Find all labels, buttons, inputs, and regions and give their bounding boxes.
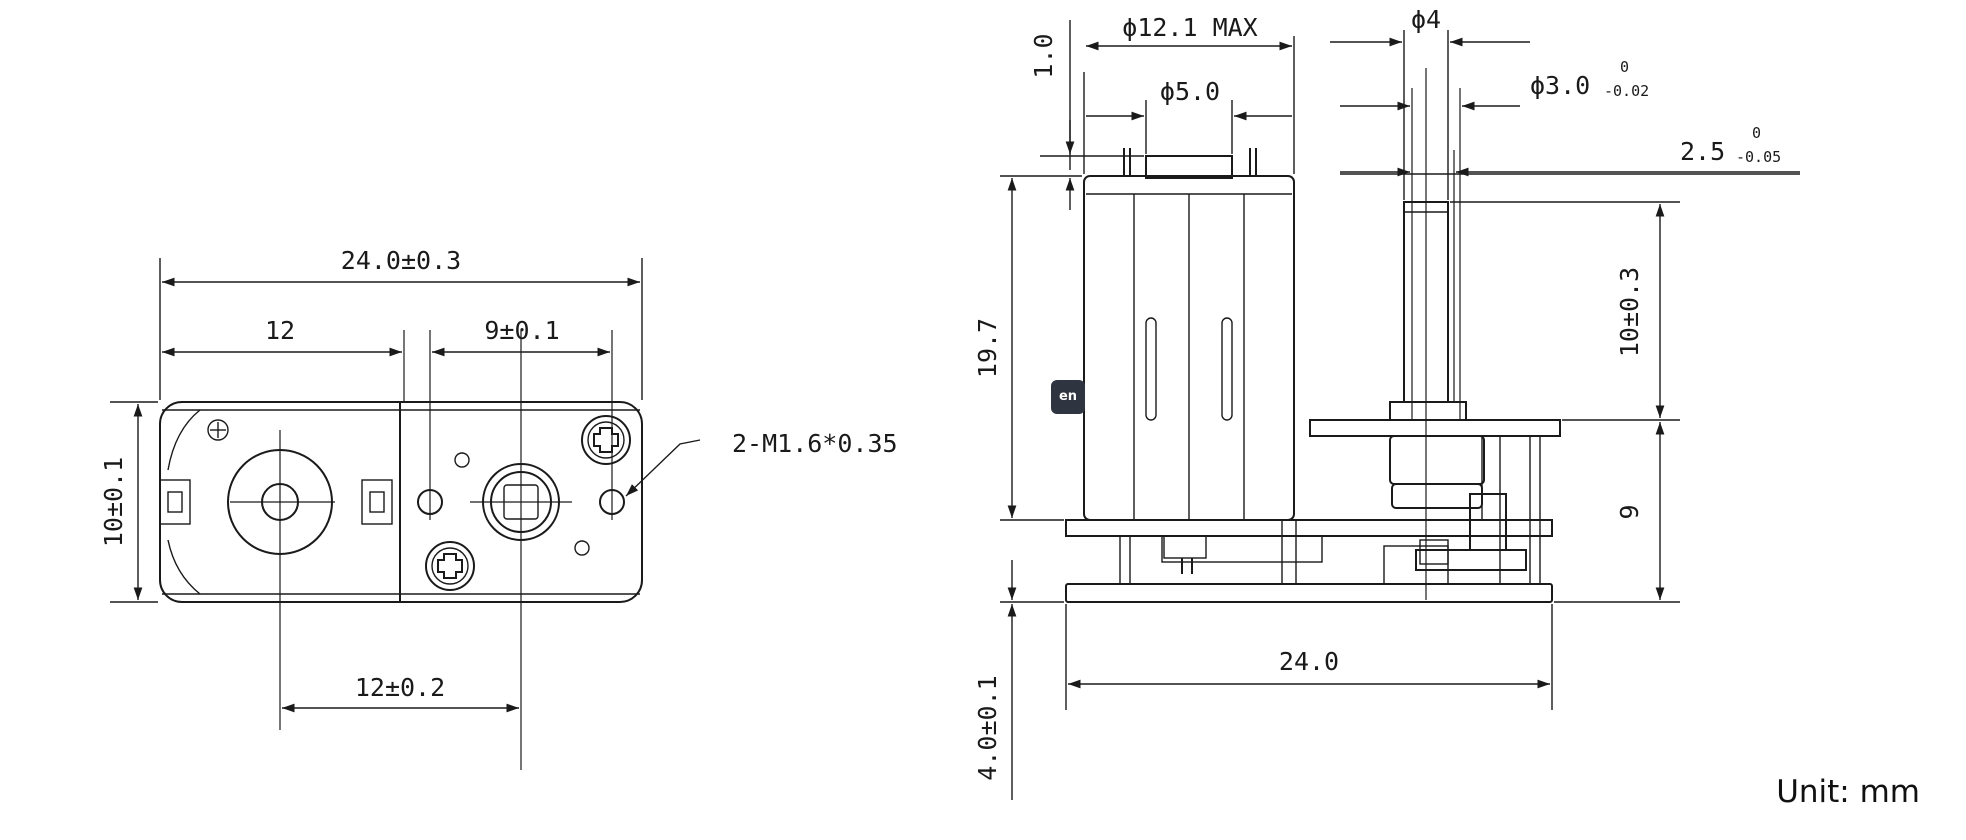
left-rivet <box>207 419 229 441</box>
dim-shaft-dia: ϕ3.0 <box>1530 71 1590 100</box>
dim-dia-hub: ϕ5.0 <box>1160 77 1220 106</box>
tol-shaft-dia-lower: -0.02 <box>1604 82 1649 100</box>
shaft-collar <box>1389 401 1467 421</box>
front-view: 24.0±0.3 12 9±0.1 10±0.1 12±0.2 2-M1.6*0… <box>99 246 898 770</box>
dim-dia-max: ϕ12.1 MAX <box>1122 13 1257 42</box>
dim-gearbox-height: 9 <box>1615 504 1644 519</box>
dim-shaft-outer: ϕ4 <box>1411 5 1441 34</box>
dim-width-left: 12 <box>265 316 295 345</box>
dim-hole-spacing: 12±0.2 <box>355 673 445 702</box>
dim-height: 10±0.1 <box>99 457 128 547</box>
dim-base-height: 4.0±0.1 <box>973 675 1002 780</box>
translate-badge[interactable]: en <box>1051 380 1085 414</box>
dim-shaft-length: 10±0.3 <box>1615 267 1644 357</box>
dim-motor-height: 19.7 <box>973 318 1002 378</box>
dim-base-width: 24.0 <box>1279 647 1339 676</box>
screw-bottom-left <box>425 541 475 591</box>
dim-top-gap: 1.0 <box>1029 33 1058 78</box>
dim-flat: 2.5 <box>1680 137 1725 166</box>
dim-width-right: 9±0.1 <box>484 316 559 345</box>
callout-screw: 2-M1.6*0.35 <box>732 429 898 458</box>
gearbox-mid-plate <box>1065 519 1553 537</box>
dim-width-overall: 24.0±0.3 <box>341 246 461 275</box>
tol-shaft-dia-upper: 0 <box>1620 58 1629 76</box>
tol-flat-upper: 0 <box>1752 124 1761 142</box>
screw-top-right <box>581 415 631 465</box>
gearbox-top-plate <box>1309 419 1561 437</box>
gearbox-base-plate <box>1065 583 1553 603</box>
end-cap <box>1145 155 1233 179</box>
side-view: ϕ12.1 MAX ϕ5.0 ϕ4 ϕ3.0 0 -0.02 2.5 0 -0.… <box>973 5 1800 800</box>
unit-label: Unit: mm <box>1776 774 1920 810</box>
tol-flat-lower: -0.05 <box>1736 148 1781 166</box>
